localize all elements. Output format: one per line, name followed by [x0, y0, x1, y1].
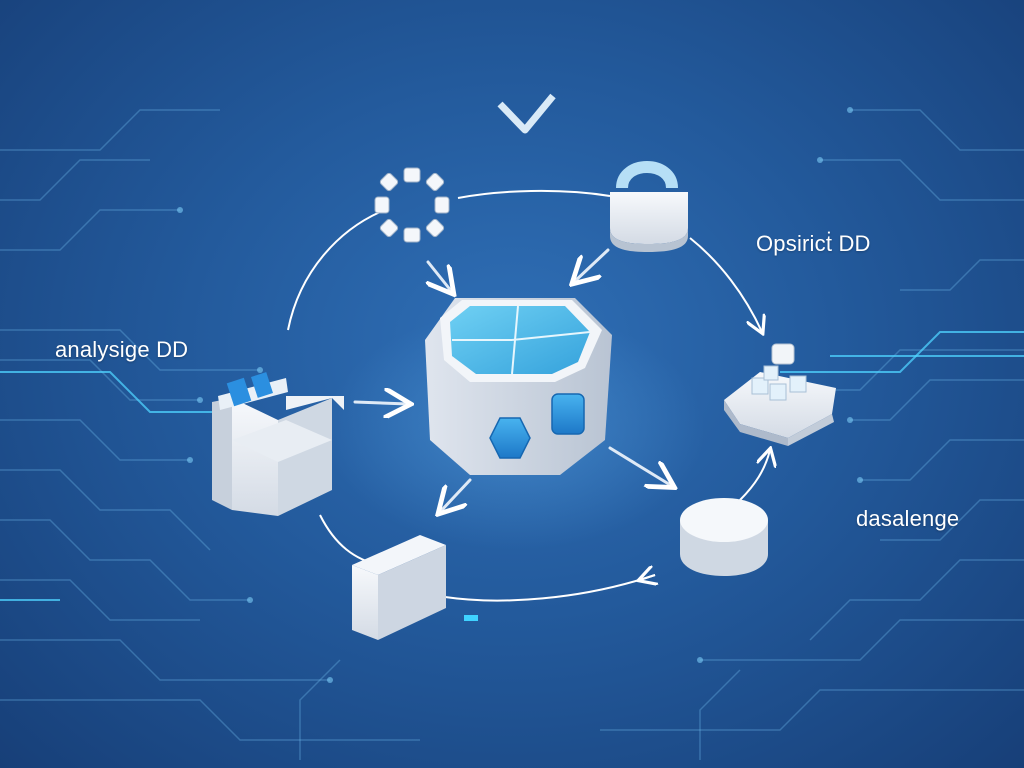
cycle-arc-left: [287, 211, 381, 331]
box-icon: [352, 535, 446, 640]
label-opsirict: Opsiricṫ DD: [756, 231, 871, 256]
hub-octagon: [425, 298, 612, 475]
cycle-arrowhead-bottom: [640, 575, 655, 580]
arrow-gear-to-hub: [428, 260, 452, 292]
cycle-arc-lower-right: [739, 450, 770, 501]
label-analysige: analysige DD: [55, 337, 189, 362]
arrow-hub-to-cylinder: [608, 446, 672, 486]
checkmark-icon: [497, 93, 556, 134]
gear-ring-icon: [374, 167, 450, 243]
hexagon-button-icon: [489, 417, 531, 459]
cycle-arc-top: [457, 189, 611, 199]
blocks-cluster-icon: [724, 343, 836, 446]
cycle-arc-right: [689, 237, 762, 332]
arrow-chair-to-hub: [353, 402, 408, 404]
circuit-glow-lines: [0, 331, 1024, 601]
arrow-lock-to-hub: [574, 248, 610, 282]
cycle-arc-bottom: [444, 574, 656, 602]
arrow-hub-to-box: [440, 478, 472, 512]
cylinder-icon: [680, 498, 768, 576]
chair-icon: [212, 372, 344, 516]
lock-icon: [610, 161, 688, 252]
flow-arrows: [353, 248, 672, 512]
side-button-icon: [551, 393, 585, 435]
accent-chip: [464, 615, 478, 621]
label-dasalenge: dasalenge: [856, 506, 960, 531]
circuit-background: [0, 109, 1024, 760]
